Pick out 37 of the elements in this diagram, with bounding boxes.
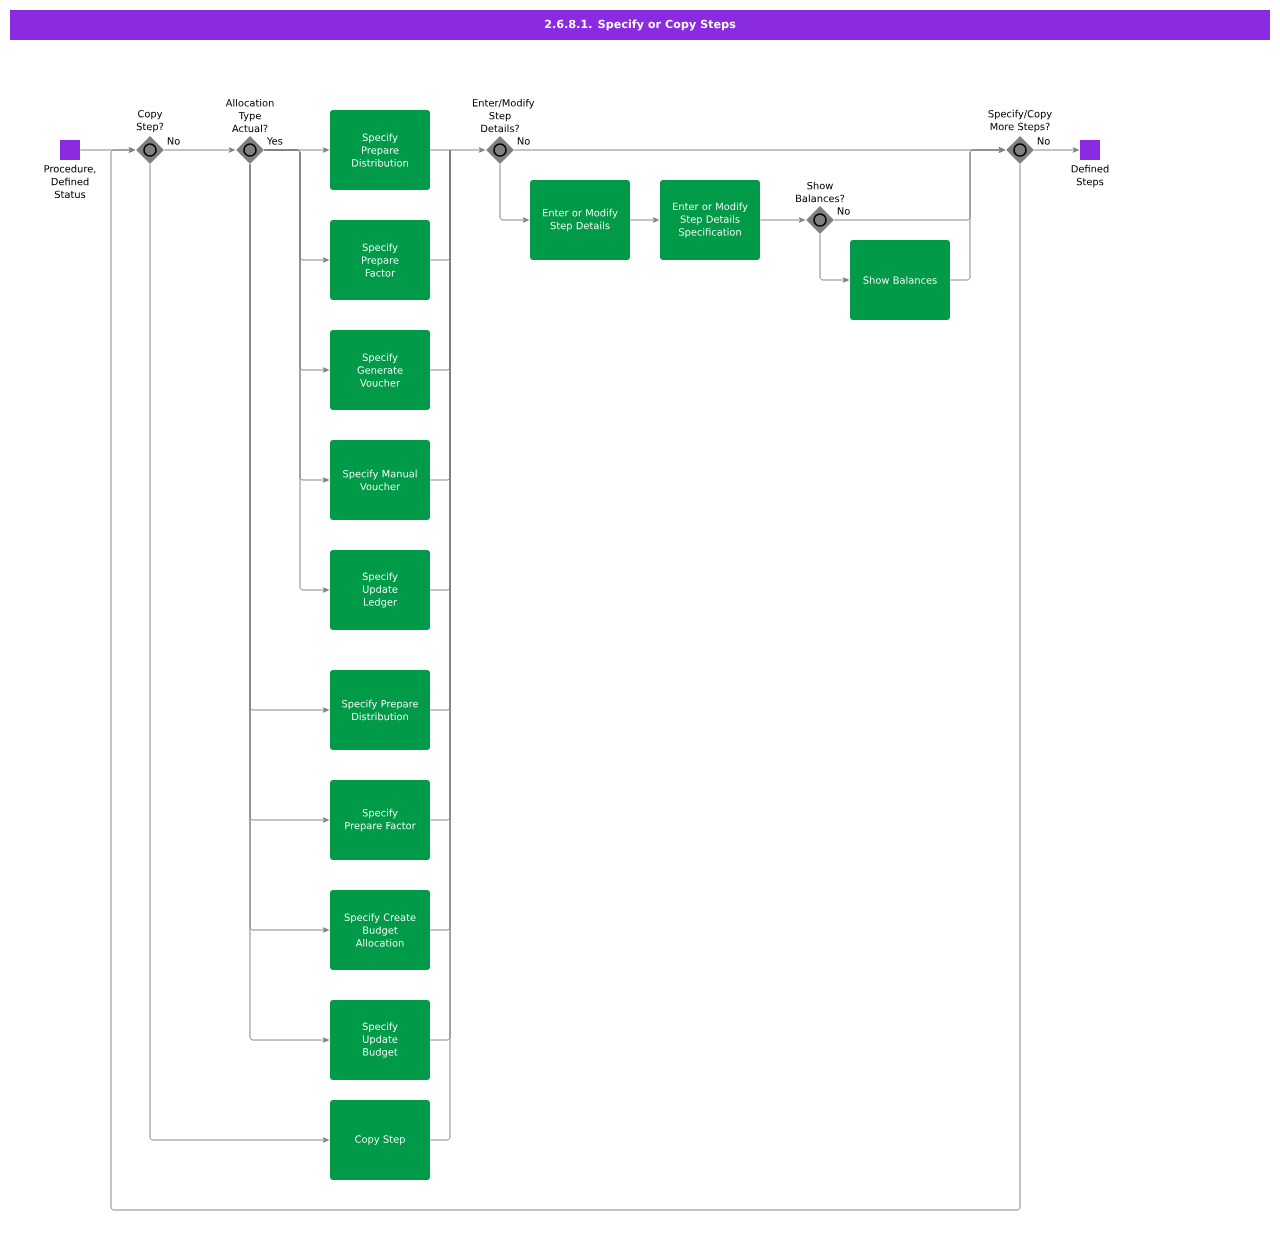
question-label: Allocation Type Actual? (225, 98, 274, 133)
process-box: Specify Manual Voucher (330, 440, 430, 520)
arrow (149, 163, 329, 1143)
process-box: Specify Update Budget (330, 1000, 430, 1080)
arrow (949, 147, 1005, 281)
arrow (110, 147, 1021, 1211)
process-box: Specify Prepare Distribution (330, 110, 430, 190)
edge-label: No (515, 136, 532, 146)
process-box: Enter or Modify Step Details (530, 180, 630, 260)
process-box: Enter or Modify Step Details Specification (660, 180, 760, 260)
edge-label: No (835, 206, 852, 216)
process-box: Specify Update Ledger (330, 550, 430, 630)
question-label: Enter/Modify Step Details? (472, 98, 535, 133)
process-box: Specify Create Budget Allocation (330, 890, 430, 970)
arrow (819, 233, 849, 283)
process-box: Specify Prepare Factor (330, 220, 430, 300)
process-box: Copy Step (330, 1100, 430, 1180)
arrow (759, 217, 805, 223)
arrow (499, 163, 529, 223)
edge-label: No (1035, 136, 1052, 146)
question-label: Copy Step? (136, 109, 164, 133)
question-label: Specify/Copy More Steps? (988, 109, 1052, 133)
process-box: Specify Prepare Factor (330, 780, 430, 860)
process-box: Specify Prepare Distribution (330, 670, 430, 750)
edge-label: No (165, 136, 182, 146)
edge-label: Yes (265, 136, 285, 146)
question-label: Show Balances? (796, 181, 845, 203)
arrow (449, 147, 485, 153)
process-box: Show Balances (850, 240, 950, 320)
arrow (629, 217, 659, 223)
arrow (1033, 147, 1079, 153)
node-caption: Procedure, Defined Status (44, 164, 96, 199)
process-box: Specify Generate Voucher (330, 330, 430, 410)
title-bar: 2.6.8.1. Specify or Copy Steps (10, 10, 1270, 40)
arrow (263, 149, 329, 593)
node-caption: Defined Steps (1071, 164, 1109, 188)
arrow (163, 147, 235, 153)
